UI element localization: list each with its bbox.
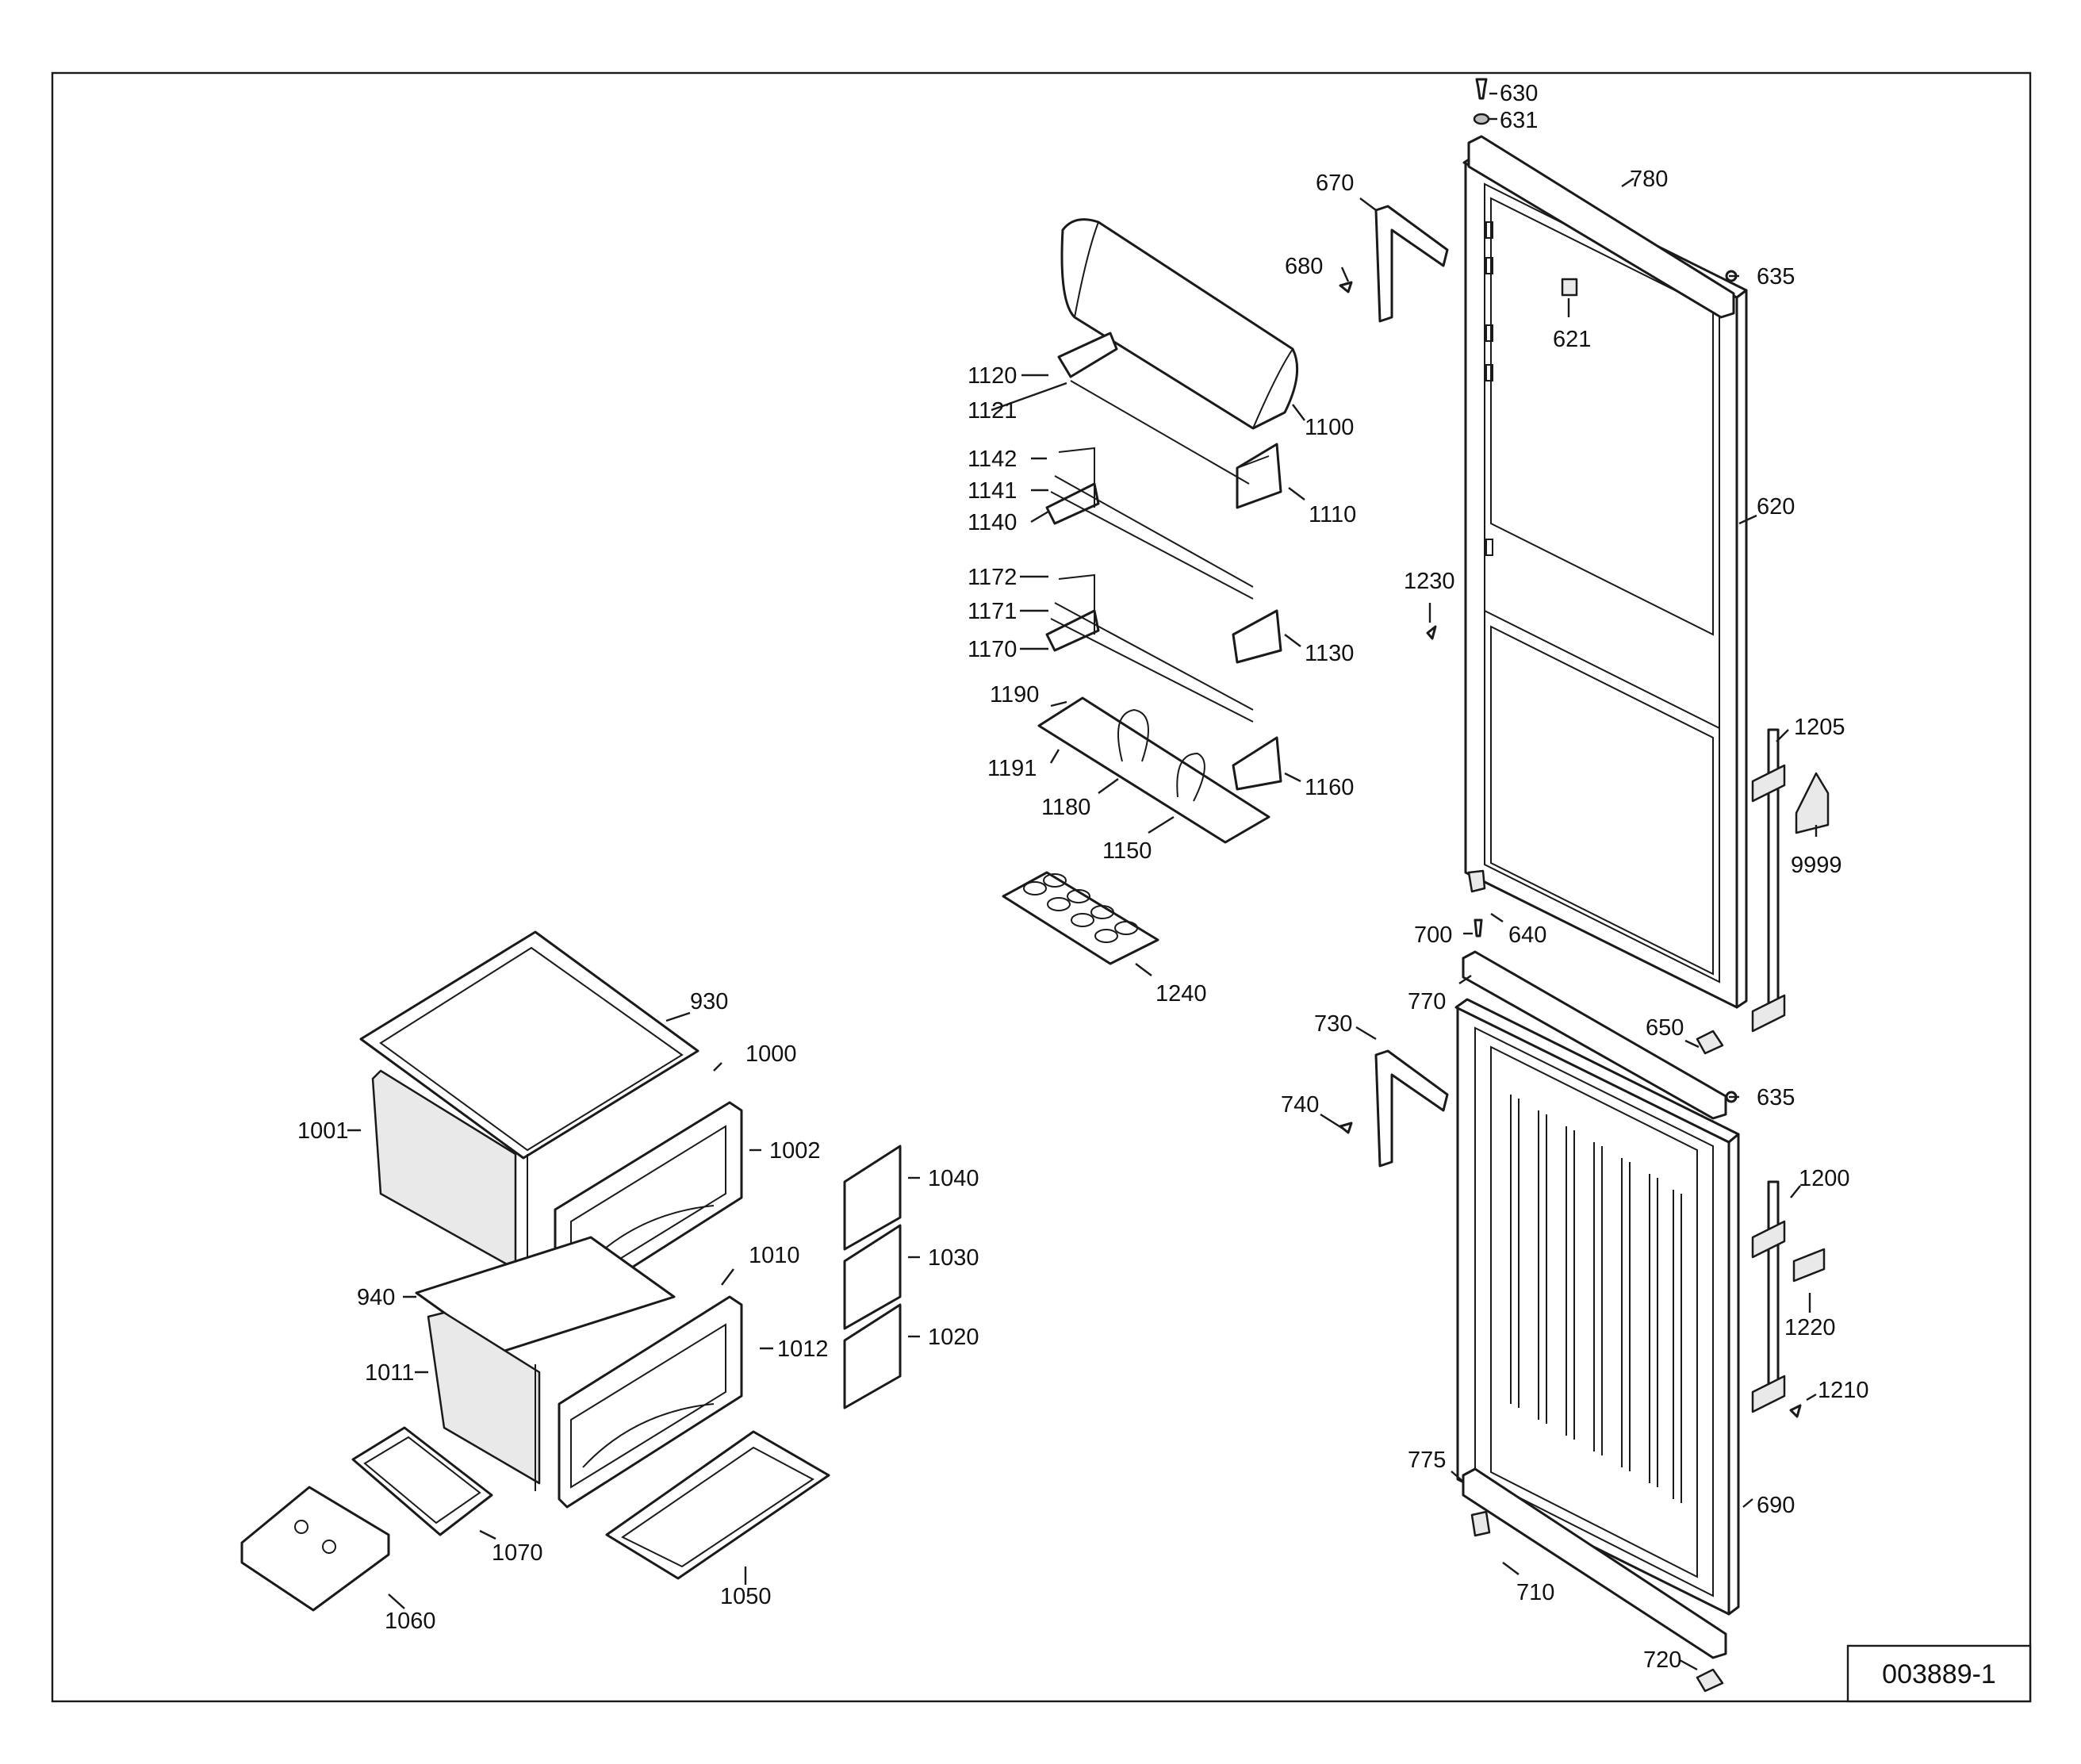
callout-680: 680 <box>1285 254 1323 279</box>
labels-1020-1040 <box>843 1145 902 1409</box>
callout-1060: 1060 <box>385 1609 436 1634</box>
handle-1200 <box>1751 1180 1786 1413</box>
bracket-730 <box>1374 1049 1449 1168</box>
callout-1170: 1170 <box>968 637 1017 662</box>
drawing-frame <box>51 71 2032 1703</box>
callout-1230: 1230 <box>1404 569 1455 594</box>
callout-1050: 1050 <box>720 1584 772 1609</box>
part-1220 <box>1792 1248 1826 1283</box>
callout-775: 775 <box>1408 1448 1446 1473</box>
callout-1220: 1220 <box>1784 1315 1836 1340</box>
callout-9999: 9999 <box>1791 853 1842 878</box>
callout-940: 940 <box>357 1285 395 1310</box>
handle-1205 <box>1751 728 1786 1033</box>
callout-1142: 1142 <box>968 447 1017 472</box>
callout-1002: 1002 <box>769 1138 821 1164</box>
callout-1040: 1040 <box>928 1166 979 1191</box>
callout-1030: 1030 <box>928 1245 979 1271</box>
shelf-1130 <box>1045 447 1282 664</box>
callout-1012: 1012 <box>777 1336 829 1362</box>
callout-1160: 1160 <box>1305 775 1354 800</box>
egg-tray-1240 <box>1002 871 1159 965</box>
callout-635-lower: 635 <box>1757 1085 1795 1110</box>
drawer-front-1012 <box>558 1295 743 1509</box>
part-9999 <box>1795 772 1830 834</box>
cold-pack-1060 <box>240 1486 390 1612</box>
callout-1180: 1180 <box>1041 795 1090 820</box>
callout-635-upper: 635 <box>1757 264 1795 290</box>
tray-1050 <box>605 1430 830 1580</box>
drawer-1010 <box>427 1311 541 1491</box>
callout-670: 670 <box>1316 171 1354 196</box>
callout-1240: 1240 <box>1155 981 1207 1007</box>
callout-1140: 1140 <box>968 510 1017 535</box>
callout-930: 930 <box>690 989 728 1014</box>
bracket-670 <box>1374 205 1449 323</box>
callout-1150: 1150 <box>1102 838 1152 864</box>
callout-1011: 1011 <box>365 1360 414 1386</box>
callout-1070: 1070 <box>492 1540 543 1566</box>
shelf-1100 <box>1057 218 1299 509</box>
drawing-code: 003889-1 <box>1882 1659 1996 1689</box>
ice-tray-1070 <box>351 1426 493 1536</box>
hinge-cover-780 <box>1467 135 1735 319</box>
callout-710: 710 <box>1516 1580 1554 1605</box>
callout-631: 631 <box>1500 108 1538 133</box>
shelf-1160 <box>1045 573 1282 791</box>
callout-1110: 1110 <box>1309 502 1356 527</box>
callout-1141: 1141 <box>968 478 1017 504</box>
hinge-cover-775 <box>1462 1467 1727 1659</box>
callout-740: 740 <box>1281 1092 1319 1118</box>
callout-1200: 1200 <box>1799 1166 1850 1191</box>
callout-1172: 1172 <box>968 565 1017 590</box>
callout-630: 630 <box>1500 81 1538 106</box>
callout-780: 780 <box>1630 167 1668 192</box>
callouts: 630 631 780 670 635 680 621 1120 1121 11… <box>297 81 1869 1673</box>
callout-730: 730 <box>1314 1011 1352 1037</box>
lower-door-690 <box>1454 998 1740 1616</box>
callout-1120: 1120 <box>968 363 1017 389</box>
hinge-cover-770 <box>1462 950 1727 1120</box>
callout-720: 720 <box>1643 1647 1681 1673</box>
callout-690: 690 <box>1757 1493 1795 1518</box>
callout-620: 620 <box>1757 494 1795 520</box>
callout-1121: 1121 <box>968 398 1017 424</box>
callout-621: 621 <box>1553 327 1591 352</box>
drawing-code-box: 003889-1 <box>1846 1644 2032 1703</box>
callout-1001: 1001 <box>297 1118 349 1144</box>
callout-700: 700 <box>1414 922 1452 948</box>
callout-1100: 1100 <box>1305 415 1354 440</box>
callout-770: 770 <box>1408 989 1446 1014</box>
drawer-1000 <box>359 930 699 1285</box>
callout-1000: 1000 <box>745 1041 797 1067</box>
callout-1190: 1190 <box>990 682 1039 708</box>
callout-1130: 1130 <box>1305 641 1354 666</box>
callout-640: 640 <box>1508 922 1546 948</box>
callout-1205: 1205 <box>1794 715 1845 740</box>
callout-1020: 1020 <box>928 1325 979 1350</box>
callout-1191: 1191 <box>987 756 1037 781</box>
callout-1210: 1210 <box>1818 1378 1869 1403</box>
callout-1010: 1010 <box>749 1243 800 1268</box>
callout-1171: 1171 <box>968 599 1017 624</box>
callout-650: 650 <box>1646 1015 1684 1041</box>
leader-lines <box>347 92 1818 1671</box>
bottle-holder-1190 <box>1037 696 1270 844</box>
